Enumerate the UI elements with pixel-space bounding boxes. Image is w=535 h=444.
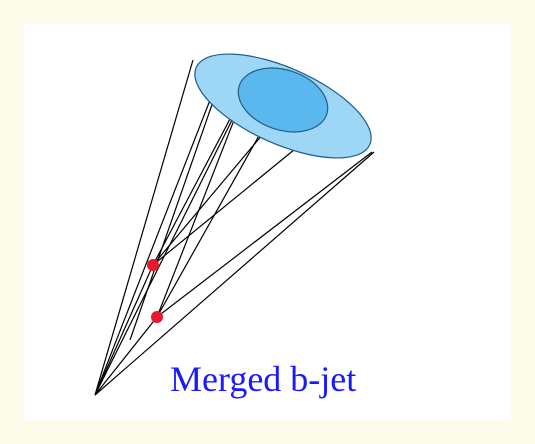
jet-line <box>95 317 157 395</box>
jet-line <box>153 100 240 265</box>
jet-line <box>130 96 215 340</box>
jet-line <box>153 145 300 265</box>
decay-vertex-1 <box>147 259 159 271</box>
jet-line <box>95 265 153 395</box>
jet-line <box>95 95 212 395</box>
diagram-caption: Merged b-jet <box>170 358 356 400</box>
decay-vertex-2 <box>151 311 163 323</box>
